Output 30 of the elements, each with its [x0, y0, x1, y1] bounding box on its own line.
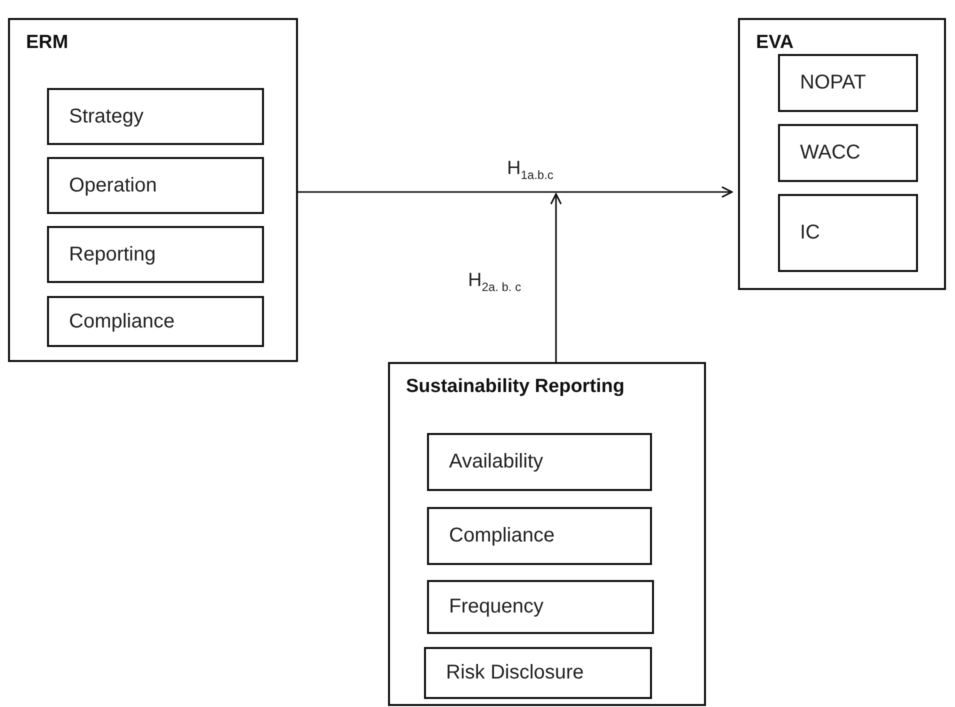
item-label: WACC [800, 142, 860, 164]
group-heading: Sustainability Reporting [406, 376, 625, 398]
item-box [47, 157, 264, 214]
group-heading: EVA [756, 32, 794, 54]
item-label: Compliance [449, 524, 555, 548]
item-box [778, 54, 918, 112]
item-box [424, 647, 652, 699]
item-box [778, 194, 918, 272]
item-box [427, 580, 654, 634]
arrow [298, 186, 733, 198]
item-box [47, 88, 264, 145]
item-label: IC [800, 222, 820, 244]
group-box [738, 18, 946, 290]
item-label: Frequency [449, 596, 544, 618]
item-label: Availability [449, 450, 544, 474]
group-heading: ERM [26, 32, 68, 54]
item-box [778, 124, 918, 182]
item-label: Compliance [69, 310, 175, 333]
item-box [427, 507, 652, 565]
item-label: Reporting [69, 243, 156, 266]
arrow [550, 193, 562, 362]
item-box [427, 433, 652, 491]
item-label: Operation [69, 174, 157, 197]
item-box [47, 226, 264, 283]
item-box [47, 296, 264, 347]
item-label: Risk Disclosure [446, 662, 584, 684]
item-label: Strategy [69, 105, 144, 128]
item-label: NOPAT [800, 72, 866, 94]
group-box [388, 362, 706, 706]
group-box [8, 18, 298, 362]
